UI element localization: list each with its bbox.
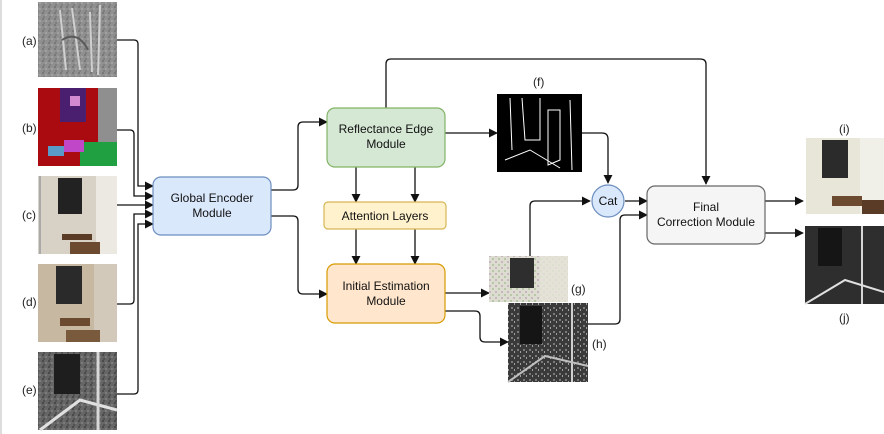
output-h: (h) <box>507 303 607 383</box>
global-encoder-module: Global Encoder Module <box>152 176 272 236</box>
final-correction-module: Final Correction Module <box>646 185 766 245</box>
cat-label: Cat <box>599 194 618 208</box>
global-encoder-line2: Module <box>192 206 232 220</box>
input-b-image <box>38 88 117 166</box>
edge-g-to-cat <box>529 196 591 256</box>
output-h-image <box>507 303 589 383</box>
output-i-image <box>806 138 884 214</box>
edge-e-to-encoder <box>117 219 154 395</box>
output-f-image <box>497 94 582 172</box>
edge-b-to-encoder <box>117 129 154 201</box>
output-i: (i) <box>806 122 884 214</box>
output-g-image <box>489 256 568 302</box>
output-f: (f) <box>497 75 582 172</box>
output-j-label: (j) <box>839 311 850 325</box>
edge-edge-module-to-final-top <box>385 58 711 185</box>
input-e-image <box>38 352 118 432</box>
output-f-label: (f) <box>533 75 544 89</box>
output-i-label: (i) <box>839 122 850 136</box>
edge-a-to-encoder <box>117 39 154 191</box>
input-c: (c) <box>22 176 117 254</box>
initial-estimation-line1: Initial Estimation <box>342 279 429 293</box>
input-a-image <box>38 2 117 77</box>
initial-estimation-line2: Module <box>366 294 406 308</box>
attention-layers-label: Attention Layers <box>342 209 429 223</box>
reflectance-edge-line1: Reflectance Edge <box>339 122 434 136</box>
attention-layers: Attention Layers <box>323 201 447 230</box>
initial-estimation-module: Initial Estimation Module <box>326 263 446 324</box>
output-h-label: (h) <box>592 337 607 351</box>
reflectance-edge-module: Reflectance Edge Module <box>326 107 446 168</box>
edge-encoder-to-initial <box>271 215 328 299</box>
input-a: (a) <box>22 2 117 77</box>
input-e-label: (e) <box>22 383 37 397</box>
output-g-label: (g) <box>571 282 586 296</box>
input-c-image <box>38 176 117 254</box>
input-b-label: (b) <box>22 121 37 135</box>
edge-d-to-encoder <box>117 209 154 305</box>
cat-node: Cat <box>591 184 625 218</box>
edge-h-to-final <box>588 210 648 325</box>
edge-initial-to-h <box>445 310 509 347</box>
reflectance-edge-line2: Module <box>366 137 406 151</box>
input-c-label: (c) <box>22 208 36 222</box>
input-b: (b) <box>22 88 117 166</box>
output-j-image <box>804 226 884 305</box>
input-d: (d) <box>22 264 117 342</box>
final-correction-line1: Final <box>693 200 719 214</box>
global-encoder-line1: Global Encoder <box>171 191 254 205</box>
input-a-label: (a) <box>22 34 37 48</box>
output-j: (j) <box>804 226 884 325</box>
output-g: (g) <box>489 256 586 302</box>
edge-encoder-to-edge-module <box>271 117 328 191</box>
input-e: (e) <box>22 352 118 432</box>
input-d-image <box>38 264 117 342</box>
edges <box>117 39 804 395</box>
edge-f-to-cat <box>582 132 613 184</box>
final-correction-line2: Correction Module <box>657 215 755 229</box>
input-d-label: (d) <box>22 295 37 309</box>
